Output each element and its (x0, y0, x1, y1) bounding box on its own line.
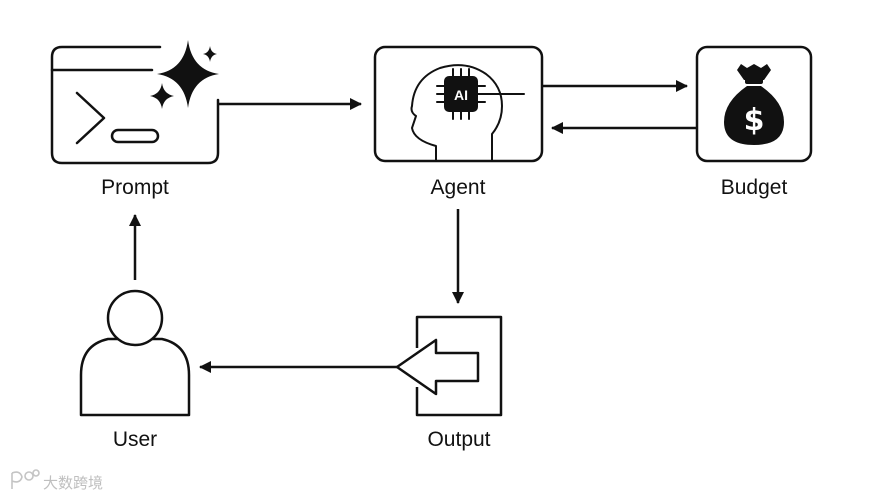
budget-label: Budget (721, 176, 788, 199)
prompt-label: Prompt (101, 176, 169, 199)
user-node: User (79, 289, 191, 451)
ai-chip-text: AI (454, 87, 468, 103)
output-node: Output (395, 315, 503, 451)
agent-node: AI Agent (373, 45, 544, 199)
user-icon (79, 289, 191, 417)
dollar-sign: $ (744, 103, 765, 138)
ai-head-icon (410, 64, 503, 162)
user-label: User (113, 428, 157, 451)
watermark: 大数跨境 (11, 469, 103, 492)
edges (129, 80, 696, 373)
output-label: Output (427, 428, 490, 451)
budget-node: $ Budget (695, 45, 813, 199)
agent-label: Agent (431, 176, 486, 199)
ai-chip-icon (436, 68, 525, 120)
watermark-text: 大数跨境 (43, 474, 103, 492)
output-icon (395, 315, 503, 417)
terminal-icon (50, 45, 220, 165)
watermark-logo-icon (11, 469, 40, 489)
money-bag-icon (724, 64, 784, 145)
sparkle-icon (150, 40, 219, 109)
prompt-node: Prompt (50, 40, 220, 199)
